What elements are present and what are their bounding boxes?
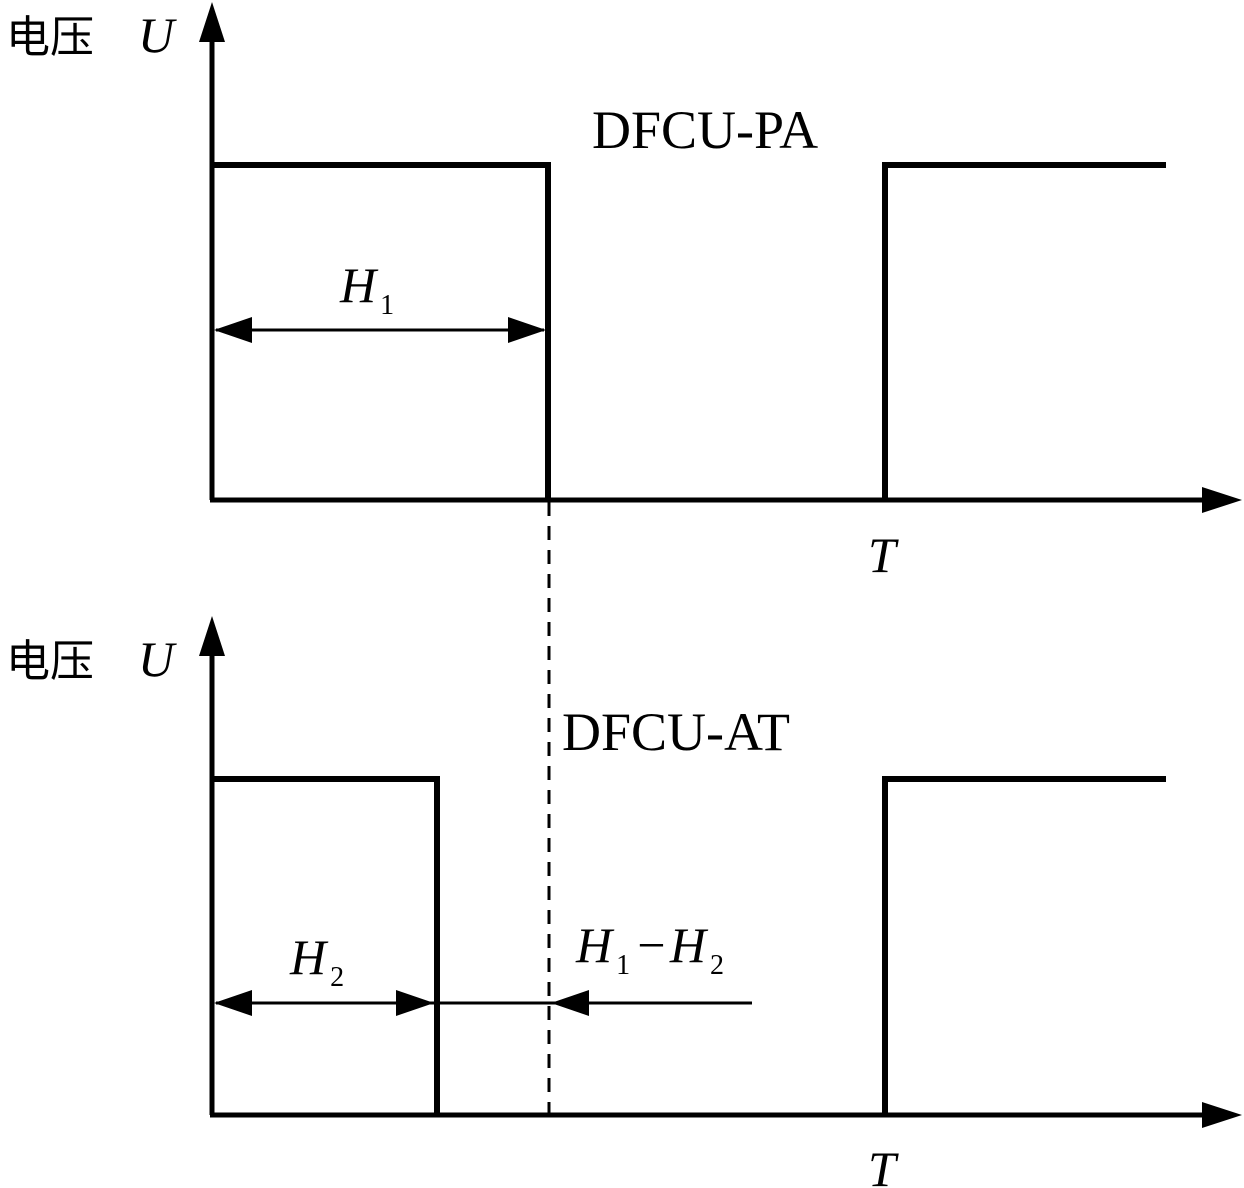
top-h1-var: H: [339, 257, 379, 313]
bottom-h1-h2-arrowhead: [551, 990, 589, 1016]
top-x-axis-arrow: [1202, 487, 1242, 513]
bottom-waveform-pulse-2: [882, 776, 1166, 1115]
diff-sub-1: 1: [616, 950, 630, 981]
top-h1-right-arrowhead: [508, 317, 546, 343]
top-h1-sub: 1: [380, 290, 394, 321]
bottom-h2-right-arrowhead: [396, 990, 434, 1016]
bottom-h2-left-arrowhead: [214, 990, 252, 1016]
bottom-period-label: T: [868, 1141, 899, 1188]
diff-separator: −: [634, 917, 668, 973]
top-y-axis-label: 电压: [6, 12, 94, 63]
bottom-x-axis-arrow: [1202, 1102, 1242, 1128]
top-waveform-pulse-2: [882, 162, 1166, 500]
bottom-signal-name: DFCU-AT: [562, 702, 790, 762]
diff-sub-2: 2: [710, 950, 724, 981]
bottom-y-axis-label: 电压: [6, 636, 94, 687]
top-signal-name: DFCU-PA: [592, 100, 818, 160]
top-y-axis-var: U: [138, 7, 177, 63]
top-y-axis-arrow: [199, 2, 225, 42]
bottom-h2-sub: 2: [330, 962, 344, 993]
bottom-y-axis-var: U: [138, 631, 177, 687]
bottom-h2-var: H: [289, 929, 329, 985]
diff-var-1: H: [575, 917, 615, 973]
top-waveform-pulse-1: [212, 162, 551, 500]
diff-var-2: H: [669, 917, 709, 973]
bottom-y-axis-arrow: [199, 616, 225, 656]
top-period-label: T: [868, 527, 899, 583]
top-h1-left-arrowhead: [214, 317, 252, 343]
